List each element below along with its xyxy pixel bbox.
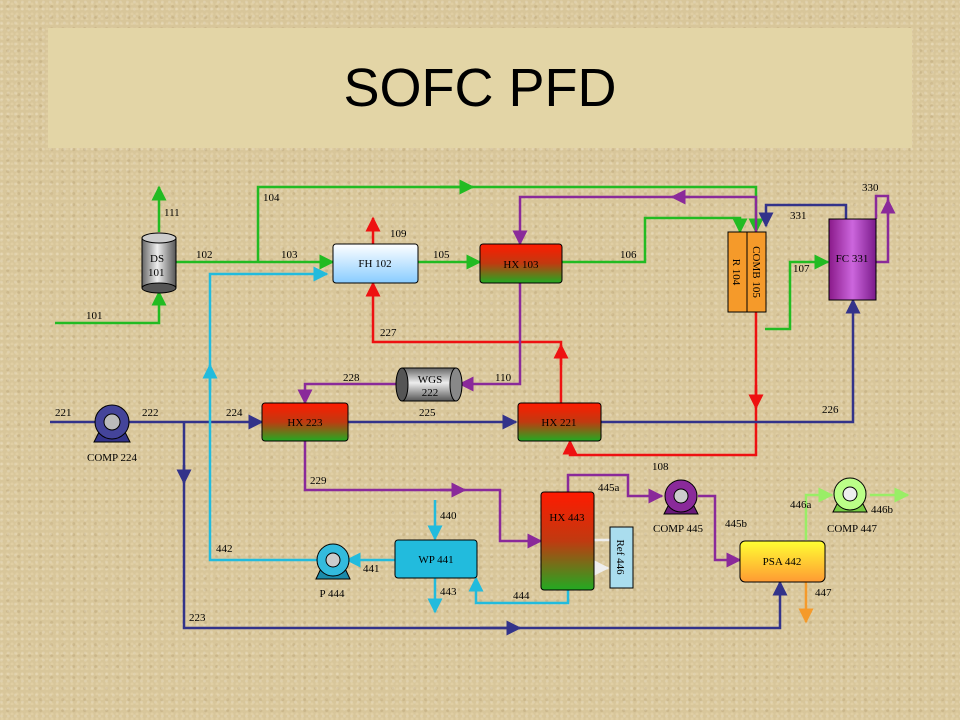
ds101-label-2: 101 xyxy=(148,267,165,279)
stream-445a-line xyxy=(566,473,664,504)
stream-331-line xyxy=(758,203,848,228)
stream-330-line xyxy=(874,194,890,264)
stream-107-line xyxy=(765,254,830,331)
stream-label-104: 104 xyxy=(263,192,280,204)
ds101-label-1: DS xyxy=(150,253,164,265)
wp441-unit: WP 441 xyxy=(394,539,478,579)
stream-label-445b: 445b xyxy=(725,518,748,530)
fc331-label: FC 331 xyxy=(836,253,869,265)
stream-label-229: 229 xyxy=(310,475,327,487)
comp447-compressor: COMP 447 xyxy=(827,477,878,535)
fc331-fuel-cell: FC 331 xyxy=(828,218,877,301)
title-banner: SOFC PFD xyxy=(48,28,912,148)
stream-label-110: 110 xyxy=(495,372,512,384)
stream-label-445a: 445a xyxy=(598,482,620,494)
stream-label-223: 223 xyxy=(189,612,206,624)
psa442-unit: PSA 442 xyxy=(739,540,826,583)
stream-label-227: 227 xyxy=(380,327,397,339)
stream-110-line xyxy=(458,283,522,392)
stream-label-446a: 446a xyxy=(790,499,812,511)
stream-label-226: 226 xyxy=(822,404,839,416)
stream-label-101: 101 xyxy=(86,310,103,322)
stream-label-331: 331 xyxy=(790,210,807,222)
comp445-compressor: COMP 445 xyxy=(653,479,704,535)
hx221-exchanger: HX 221 xyxy=(517,402,602,442)
p444-pump: P 444 xyxy=(315,543,351,600)
page-title: SOFC PFD xyxy=(343,58,617,118)
comb105-label: COMB 105 xyxy=(750,246,762,298)
fh102-label: FH 102 xyxy=(358,258,391,270)
stream-label-107: 107 xyxy=(793,263,810,275)
stream-label-440: 440 xyxy=(440,510,457,522)
ref446-refrigerant-unit: Ref 446 xyxy=(609,526,634,589)
hx223-exchanger: HX 223 xyxy=(261,402,349,442)
wgs222-label-1: WGS xyxy=(418,374,442,386)
p444-label: P 444 xyxy=(320,588,345,600)
stream-label-105: 105 xyxy=(433,249,450,261)
stream-label-228: 228 xyxy=(343,372,360,384)
wp441-label: WP 441 xyxy=(418,554,453,566)
comp445-label: COMP 445 xyxy=(653,523,704,535)
stream-label-111: 111 xyxy=(164,207,180,219)
stream-101-line xyxy=(55,290,167,325)
stream-label-106: 106 xyxy=(620,249,637,261)
stream-label-108: 108 xyxy=(652,461,669,473)
stream-444-line xyxy=(468,576,570,605)
stream-label-103: 103 xyxy=(281,249,298,261)
stream-hx103-hot-in xyxy=(512,195,758,246)
stream-442-line xyxy=(208,266,329,562)
stream-label-447: 447 xyxy=(815,587,832,599)
stream-label-221: 221 xyxy=(55,407,72,419)
stream-label-443: 443 xyxy=(440,586,457,598)
stream-label-441: 441 xyxy=(363,563,380,575)
ds101-vessel: DS 101 xyxy=(141,232,177,294)
stream-227-line xyxy=(365,281,563,403)
comp224-label: COMP 224 xyxy=(87,452,138,464)
stream-label-222: 222 xyxy=(142,407,159,419)
hx443-label: HX 443 xyxy=(549,512,585,524)
stream-445b-line xyxy=(698,494,742,568)
wgs222-label-2: 222 xyxy=(422,387,439,399)
wgs222-reactor: WGS 222 xyxy=(395,367,463,402)
comp447-label: COMP 447 xyxy=(827,523,878,535)
stream-229-line xyxy=(303,441,543,549)
stream-label-444: 444 xyxy=(513,590,530,602)
hx103-exchanger: HX 103 xyxy=(479,243,563,284)
stream-label-330: 330 xyxy=(862,182,879,194)
stream-228-line xyxy=(297,382,398,405)
stream-446a-line xyxy=(804,487,834,540)
comp224-compressor: COMP 224 xyxy=(87,404,138,464)
stream-label-109: 109 xyxy=(390,228,407,240)
stream-226-line xyxy=(601,298,861,424)
stream-label-442: 442 xyxy=(216,543,233,555)
psa442-label: PSA 442 xyxy=(763,556,802,568)
hx103-label: HX 103 xyxy=(503,259,539,271)
stream-108-line xyxy=(562,312,758,457)
hx223-label: HX 223 xyxy=(287,417,323,429)
stream-label-102: 102 xyxy=(196,249,213,261)
stream-106-line xyxy=(562,216,748,264)
fh102-heater: FH 102 xyxy=(332,243,419,284)
ref446-label: Ref 446 xyxy=(614,539,626,575)
hx221-label: HX 221 xyxy=(541,417,576,429)
stream-label-224: 224 xyxy=(226,407,243,419)
hx443-exchanger: HX 443 xyxy=(540,491,595,591)
stream-label-225: 225 xyxy=(419,407,436,419)
comb105-r104-unit: R 104 COMB 105 xyxy=(727,231,767,313)
r104-label: R 104 xyxy=(730,259,742,286)
stream-label-446b: 446b xyxy=(871,504,894,516)
